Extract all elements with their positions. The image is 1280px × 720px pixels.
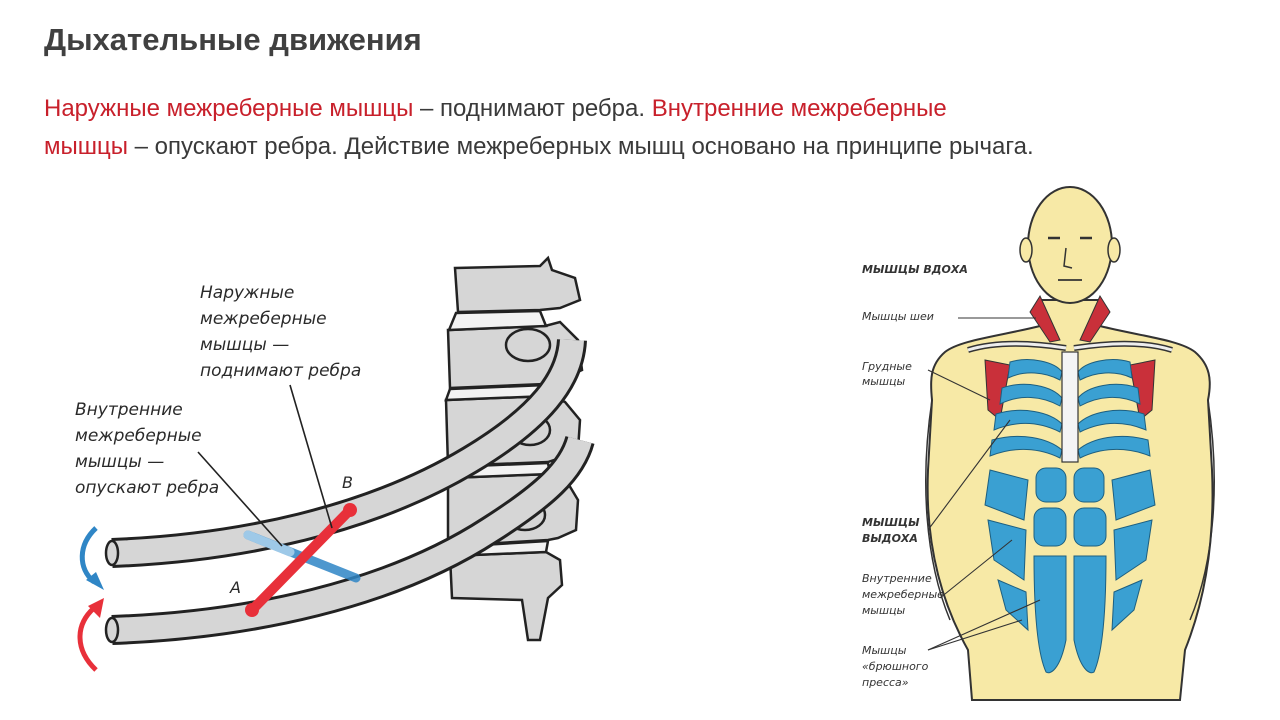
outer-muscle-label: Наружные межреберные мышцы — поднимают р…: [200, 283, 361, 381]
svg-text:Грудные: Грудные: [862, 360, 912, 373]
torso-muscles-diagram: МЫШЦЫ ВДОХА Мышцы шеи Грудные мышцы МЫШЦ…: [862, 186, 1215, 701]
svg-text:Внутренние: Внутренние: [862, 572, 932, 585]
svg-text:мышцы: мышцы: [862, 375, 906, 388]
svg-text:Наружные: Наружные: [200, 283, 294, 303]
neck-muscles: [1029, 294, 1061, 343]
svg-text:ВЫДОХА: ВЫДОХА: [862, 532, 918, 545]
point-b-marker: [343, 503, 357, 517]
point-a-marker: [245, 603, 259, 617]
svg-text:межреберные: межреберные: [200, 309, 327, 329]
exhale-muscles-label: МЫШЦЫ ВЫДОХА: [862, 516, 920, 545]
svg-text:«брюшного: «брюшного: [862, 660, 929, 673]
abdominal-press-label: Мышцы «брюшного пресса»: [862, 644, 929, 689]
lead-text-1: – поднимают ребра.: [413, 95, 652, 122]
head: [1027, 186, 1113, 304]
abdominal-muscles: [984, 467, 1156, 674]
rib-muscles: [989, 359, 1151, 459]
svg-text:опускают ребра: опускают ребра: [75, 478, 219, 498]
point-a-label: А: [229, 578, 241, 597]
internal-intercostal-label: Внутренние межреберные мышцы: [862, 572, 944, 617]
svg-text:пресса»: пресса»: [862, 676, 909, 689]
outer-intercostal-muscle: [247, 505, 355, 615]
svg-text:МЫШЦЫ: МЫШЦЫ: [862, 516, 920, 529]
svg-text:мышцы: мышцы: [862, 604, 906, 617]
svg-text:мышцы —: мышцы —: [75, 452, 164, 472]
chest-muscles-label: Грудные мышцы: [862, 360, 912, 388]
lead-text-2: – опускают ребра. Действие межреберных м…: [128, 133, 1034, 160]
lead-outer-term: Наружные межреберные мышцы: [44, 95, 414, 122]
svg-text:межреберные: межреберные: [75, 426, 202, 446]
arrow-up-icon: [77, 606, 98, 672]
svg-text:поднимают ребра: поднимают ребра: [200, 361, 361, 381]
svg-text:межреберные: межреберные: [862, 588, 944, 601]
neck-muscles-label: Мышцы шеи: [862, 310, 934, 323]
lead-inner-term: Внутренние межреберные: [651, 95, 947, 122]
slide-title: Дыхательные движения: [44, 22, 422, 57]
point-b-label: В: [342, 473, 353, 492]
svg-text:Мышцы: Мышцы: [862, 644, 907, 657]
inner-muscle-label: Внутренние межреберные мышцы — опускают …: [75, 400, 219, 498]
lead-inner-term-2: мышцы: [44, 133, 128, 160]
rib-lever-diagram: Наружные межреберные мышцы — поднимают р…: [75, 255, 595, 672]
svg-text:Внутренние: Внутренние: [75, 400, 183, 420]
inhale-muscles-label: МЫШЦЫ ВДОХА: [862, 263, 968, 276]
lead-paragraph: Наружные межреберные мышцы – поднимают р…: [44, 90, 1269, 166]
svg-text:мышцы —: мышцы —: [200, 335, 289, 355]
